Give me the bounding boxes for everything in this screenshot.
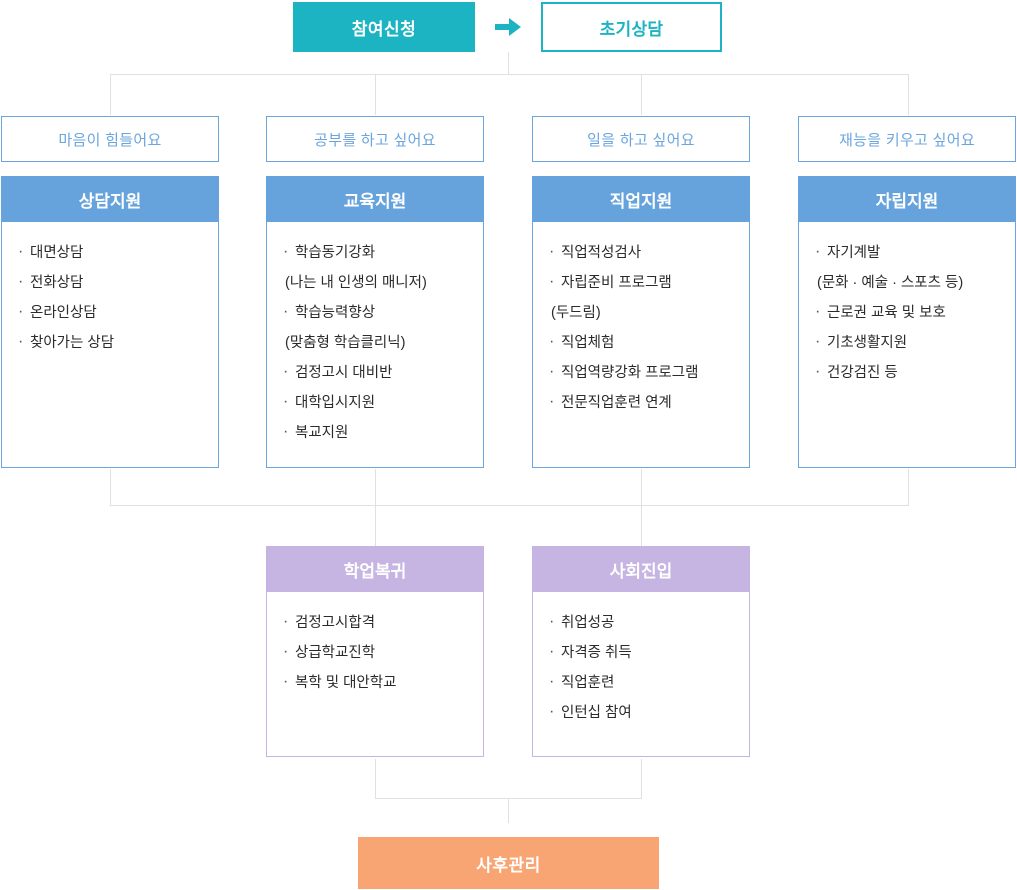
connector-mid-bar [110, 505, 909, 506]
connector-up-1 [110, 469, 111, 506]
connector-drop-3 [641, 74, 642, 115]
outcome-box-1-list: 검정고시합격상급학교진학복학 및 대안학교 [281, 607, 469, 698]
support-column-2-title: 교육지원 [266, 176, 484, 222]
list-item: 학습능력향상 [281, 297, 469, 328]
list-item: 자립준비 프로그램 [547, 267, 735, 298]
list-item: 자기계발 [813, 237, 1001, 268]
initial-counsel-box[interactable]: 초기상담 [541, 2, 722, 52]
connector-drop-4 [908, 74, 909, 115]
category-box-4[interactable]: 재능을 키우고 싶어요 [798, 116, 1016, 162]
list-item: 건강검진 등 [813, 357, 1001, 388]
connector-up-outcome-1 [375, 759, 376, 799]
list-item: 온라인상담 [16, 297, 204, 328]
list-item: 근로권 교육 및 보호 [813, 297, 1001, 328]
list-item: 복학 및 대안학교 [281, 667, 469, 698]
support-column-1-body: 대면상담전화상담온라인상담찾아가는 상담 [1, 222, 219, 468]
list-item: 직업적성검사 [547, 237, 735, 268]
category-box-1[interactable]: 마음이 힘들어요 [1, 116, 219, 162]
outcome-box-1-body: 검정고시합격상급학교진학복학 및 대안학교 [266, 592, 484, 757]
connector-drop-1 [110, 74, 111, 115]
support-column-2-body: 학습동기강화 (나는 내 인생의 매니저) 학습능력향상 (맞춤형 학습클리닉) 검정고… [266, 222, 484, 468]
outcome-box-2: 사회진입 취업성공자격증 취득직업훈련인턴십 참여 [532, 546, 750, 757]
apply-box[interactable]: 참여신청 [293, 2, 475, 52]
outcome-box-2-list: 취업성공자격증 취득직업훈련인턴십 참여 [547, 607, 735, 728]
connector-up-2 [375, 469, 376, 506]
connector-down-outcome-2 [641, 505, 642, 546]
connector-top-stem [508, 52, 509, 75]
list-item: 복교지원 [281, 417, 469, 448]
list-item-continuation: (두드림) [551, 305, 601, 321]
list-item: 대면상담 [16, 237, 204, 268]
support-column-1-title: 상담지원 [1, 176, 219, 222]
list-item: 대학입시지원 [281, 387, 469, 418]
list-item-continuation: (맞춤형 학습클리닉) [285, 335, 406, 351]
connector-up-outcome-2 [641, 759, 642, 799]
outcome-box-1: 학업복귀 검정고시합격상급학교진학복학 및 대안학교 [266, 546, 484, 757]
list-item: 상급학교진학 [281, 637, 469, 668]
list-item: 전화상담 [16, 267, 204, 298]
list-item: 취업성공 [547, 607, 735, 638]
support-column-4-list: 자기계발 (문화 · 예술 · 스포츠 등) 근로권 교육 및 보호기초생활지원건강… [813, 237, 1001, 388]
outcome-box-1-title: 학업복귀 [266, 546, 484, 592]
support-column-4-body: 자기계발 (문화 · 예술 · 스포츠 등) 근로권 교육 및 보호기초생활지원건강… [798, 222, 1016, 468]
category-box-2[interactable]: 공부를 하고 싶어요 [266, 116, 484, 162]
connector-bottom-stem [508, 798, 509, 823]
outcome-box-2-body: 취업성공자격증 취득직업훈련인턴십 참여 [532, 592, 750, 757]
connector-up-3 [641, 469, 642, 506]
list-item: 학습동기강화 [281, 237, 469, 268]
support-column-3: 직업지원 직업적성검사자립준비 프로그램 (두드림) 직업체험직업역량강화 프로그램… [532, 176, 750, 468]
list-item: 직업체험 [547, 327, 735, 358]
support-column-2: 교육지원 학습동기강화 (나는 내 인생의 매니저) 학습능력향상 (맞춤형 학습클리… [266, 176, 484, 468]
support-column-2-list: 학습동기강화 (나는 내 인생의 매니저) 학습능력향상 (맞춤형 학습클리닉) 검정고… [281, 237, 469, 448]
connector-drop-2 [375, 74, 376, 115]
support-column-3-body: 직업적성검사자립준비 프로그램 (두드림) 직업체험직업역량강화 프로그램전문직업훈… [532, 222, 750, 468]
list-item: 검정고시 대비반 [281, 357, 469, 388]
connector-top-bar [110, 74, 909, 75]
support-column-4: 자립지원 자기계발 (문화 · 예술 · 스포츠 등) 근로권 교육 및 보호기초생… [798, 176, 1016, 468]
list-item-continuation: (나는 내 인생의 매니저) [285, 275, 427, 291]
list-item-continuation: (문화 · 예술 · 스포츠 등) [817, 275, 964, 291]
list-item: 찾아가는 상담 [16, 327, 204, 358]
category-box-3[interactable]: 일을 하고 싶어요 [532, 116, 750, 162]
list-item: 자격증 취득 [547, 637, 735, 668]
list-item: 인턴십 참여 [547, 697, 735, 728]
connector-down-outcome-1 [375, 505, 376, 546]
connector-up-4 [908, 469, 909, 506]
outcome-box-2-title: 사회진입 [532, 546, 750, 592]
support-column-4-title: 자립지원 [798, 176, 1016, 222]
list-item: 검정고시합격 [281, 607, 469, 638]
list-item: 기초생활지원 [813, 327, 1001, 358]
support-column-1-list: 대면상담전화상담온라인상담찾아가는 상담 [16, 237, 204, 358]
support-column-3-title: 직업지원 [532, 176, 750, 222]
list-item: 직업훈련 [547, 667, 735, 698]
list-item: 직업역량강화 프로그램 [547, 357, 735, 388]
arrow-right-icon [492, 13, 524, 41]
followup-box[interactable]: 사후관리 [358, 837, 659, 889]
list-item: 전문직업훈련 연계 [547, 387, 735, 418]
support-column-1: 상담지원 대면상담전화상담온라인상담찾아가는 상담 [1, 176, 219, 468]
support-column-3-list: 직업적성검사자립준비 프로그램 (두드림) 직업체험직업역량강화 프로그램전문직업훈… [547, 237, 735, 418]
